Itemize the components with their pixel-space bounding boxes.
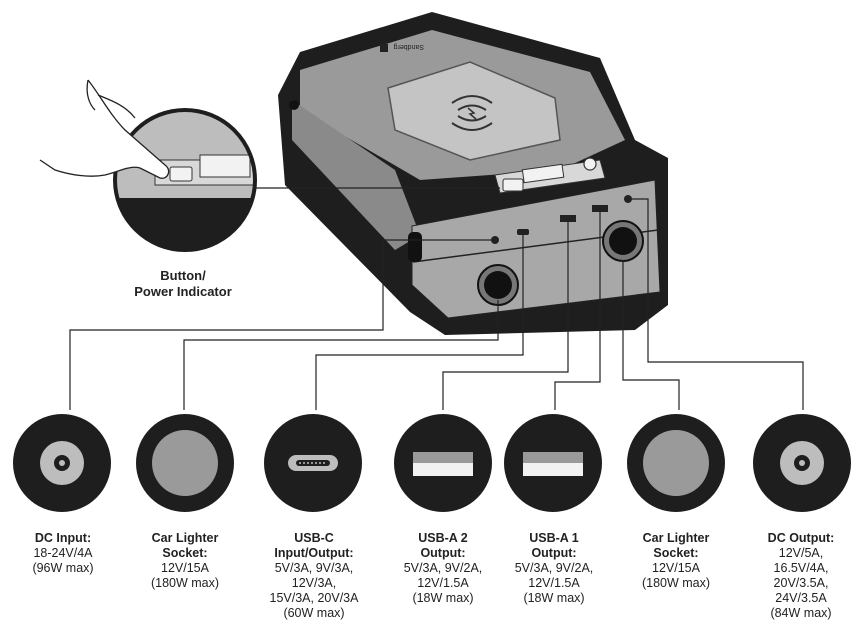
- port-name: DC Output:: [767, 531, 835, 545]
- power-station-device: Sandberg: [278, 12, 668, 335]
- port-callout-dc-output: DC Output: 12V/5A, 16.5V/4A, 20V/3.5A, 2…: [745, 531, 857, 621]
- finger-press-icon: [39, 79, 170, 179]
- svg-text:Sandberg: Sandberg: [394, 43, 424, 50]
- device-dc-output: [624, 195, 632, 203]
- port-callout-car-lighter-1: Car Lighter Socket: 12V/15A (180W max): [128, 531, 242, 591]
- port-callout-car-lighter-2: Car Lighter Socket: 12V/15A (180W max): [619, 531, 733, 591]
- port-callout-usb-a-1: USB-A 1 Output: 5V/3A, 9V/2A, 12V/1.5A (…: [497, 531, 611, 606]
- device-usb-c: [517, 229, 529, 235]
- wireless-charging-icon: [451, 95, 493, 131]
- button-power-indicator-label: Button/ Power Indicator: [134, 268, 232, 299]
- usb-c-port-icon: [264, 414, 362, 512]
- power-button[interactable]: [502, 178, 524, 192]
- brand-logo: Sandberg: [380, 43, 424, 52]
- wireless-charging-pad: [387, 61, 561, 161]
- device-socket-left: [477, 264, 519, 306]
- port-callout-usb-c: USB-C Input/Output: 5V/3A, 9V/3A, 12V/3A…: [252, 531, 376, 621]
- port-spec: 5V/3A, 9V/3A, 12V/3A, 15V/3A, 20V/3A (60…: [269, 561, 359, 620]
- dc-jack-icon: [13, 414, 111, 512]
- callout-lines: [69, 198, 804, 410]
- port-name: USB-A 2 Output:: [418, 531, 468, 560]
- control-strip: [494, 157, 606, 194]
- port-name: DC Input:: [34, 531, 92, 545]
- button-zoom-inset: [39, 79, 500, 252]
- port-spec: 5V/3A, 9V/2A, 12V/1.5A (18W max): [514, 561, 594, 605]
- car-lighter-socket-icon: [136, 414, 234, 512]
- car-lighter-socket-icon: [627, 414, 725, 512]
- port-spec: 5V/3A, 9V/2A, 12V/1.5A (18W max): [403, 561, 483, 605]
- port-spec: 18-24V/4A (96W max): [32, 546, 94, 575]
- port-spec: 12V/15A (180W max): [150, 561, 220, 590]
- dc-jack-icon: [753, 414, 851, 512]
- port-callout-usb-a-2: USB-A 2 Output: 5V/3A, 9V/2A, 12V/1.5A (…: [386, 531, 500, 606]
- device-usb-a-1: [592, 205, 608, 212]
- usb-a-port-icon: [394, 414, 492, 512]
- port-name: USB-C Input/Output:: [274, 531, 354, 560]
- port-icons: [13, 414, 851, 512]
- device-socket-right: [602, 220, 644, 262]
- device-usb-a-2: [560, 215, 576, 222]
- port-callout-dc-input: DC Input: 18-24V/4A (96W max): [7, 531, 119, 576]
- port-spec: 12V/15A (180W max): [641, 561, 711, 590]
- usb-a-port-icon: [504, 414, 602, 512]
- port-spec: 12V/5A, 16.5V/4A, 20V/3.5A, 24V/3.5A (84…: [770, 546, 832, 620]
- port-name: Car Lighter Socket:: [642, 531, 710, 560]
- port-name: Car Lighter Socket:: [151, 531, 219, 560]
- mode-icon: [583, 157, 597, 171]
- port-name: USB-A 1 Output:: [529, 531, 579, 560]
